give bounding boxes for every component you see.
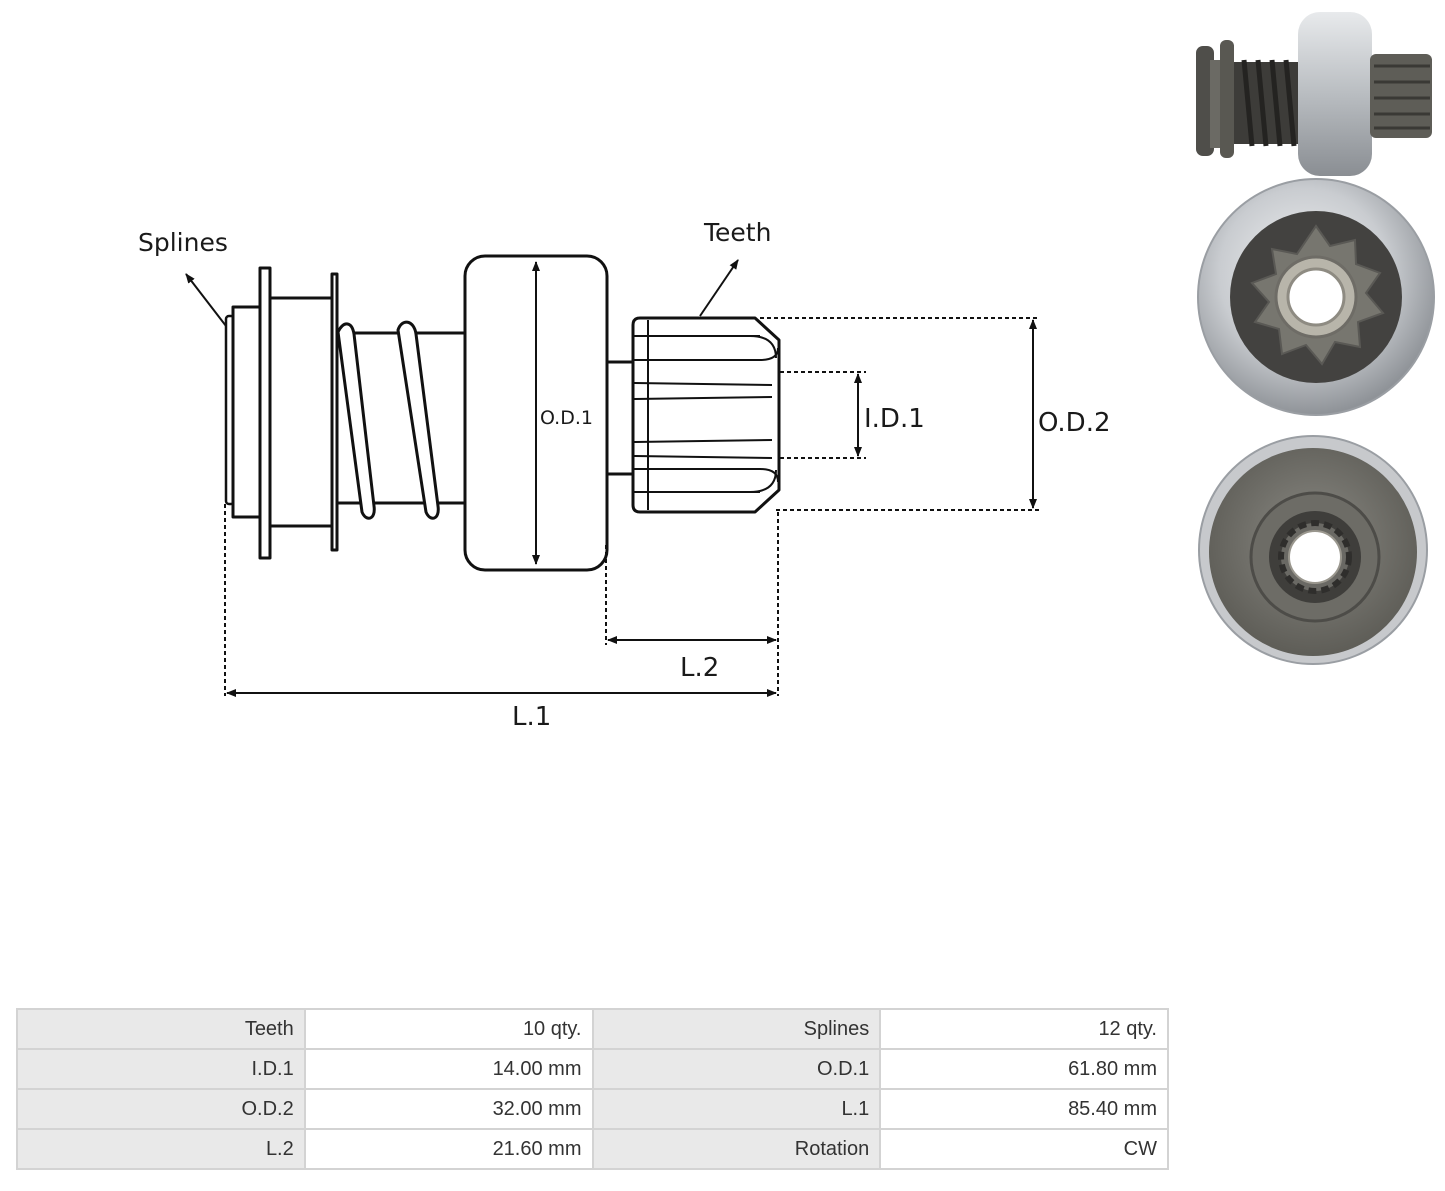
hub-collar [268,296,334,528]
dimension-lines [185,259,1040,697]
spec-value: 12 qty. [879,1008,1169,1050]
od1-label: O.D.1 [540,407,593,429]
pinion-gear [631,316,781,514]
pinion-neck [605,360,635,476]
spec-value: 32.00 mm [303,1088,594,1130]
spec-key: O.D.2 [16,1088,306,1130]
spec-key: I.D.1 [16,1048,306,1090]
photo-side-view [1196,12,1432,176]
teeth-leader [699,259,739,317]
l1-label: L.1 [512,702,551,732]
l2-label: L.2 [680,653,719,683]
teeth-label: Teeth [703,218,771,247]
spec-value: 61.80 mm [879,1048,1169,1090]
table-row: L.2 21.60 mm Rotation CW [16,1128,1169,1170]
pinion-teeth-lines [632,320,779,510]
spec-value: 10 qty. [303,1008,594,1050]
photo-front-view [1197,178,1435,416]
spec-value: CW [879,1128,1169,1170]
id1-label: I.D.1 [864,404,925,434]
table-row: Teeth 10 qty. Splines 12 qty. [16,1008,1169,1050]
splines-label: Splines [138,228,228,257]
spec-value: 21.60 mm [303,1128,594,1170]
photo-rear-view [1198,435,1428,665]
spec-key: Teeth [16,1008,306,1050]
splines-leader [185,273,227,327]
starter-drive-diagram: Splines Teeth O.D.1 I.D.1 O.D.2 L.2 L.1 [138,12,1435,732]
spring-coil-2 [396,320,440,520]
spec-value: 14.00 mm [303,1048,594,1090]
spec-key: Rotation [591,1128,882,1170]
specs-table: Teeth 10 qty. Splines 12 qty. I.D.1 14.0… [16,1008,1169,1170]
spec-key: L.2 [16,1128,306,1170]
table-row: O.D.2 32.00 mm L.1 85.40 mm [16,1088,1169,1130]
rear-hub [231,305,263,519]
spec-key: L.1 [591,1088,882,1130]
spec-key: Splines [591,1008,882,1050]
od2-label: O.D.2 [1038,408,1111,438]
spring-coil-1 [336,322,376,520]
spec-value: 85.40 mm [879,1088,1169,1130]
table-row: I.D.1 14.00 mm O.D.1 61.80 mm [16,1048,1169,1090]
drive-outline [224,254,781,572]
spec-key: O.D.1 [591,1048,882,1090]
